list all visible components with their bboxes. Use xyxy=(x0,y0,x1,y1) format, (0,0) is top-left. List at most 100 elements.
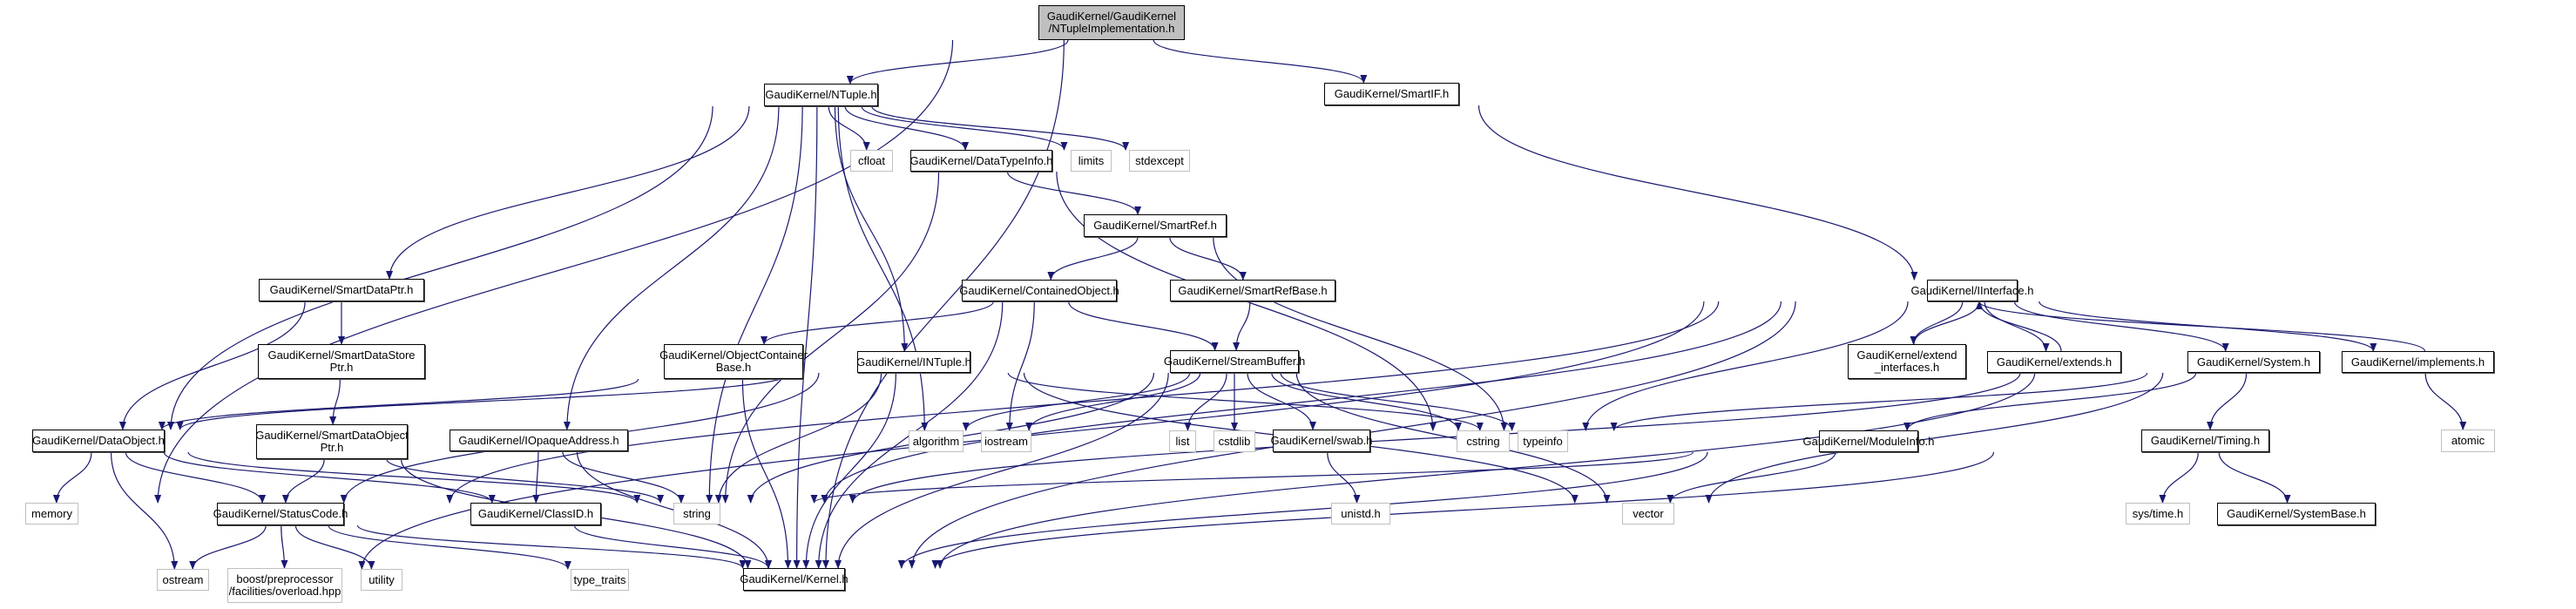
node-iopaqueaddress[interactable]: GaudiKernel/IOpaqueAddress.h xyxy=(450,430,628,451)
edge-iopaqueaddress-to-kernel xyxy=(576,450,773,569)
edge-statuscode-to-utility xyxy=(294,524,375,570)
node-iinterface[interactable]: GaudiKernel/IInterface.h xyxy=(1911,280,2033,301)
edge-iinterface-to-ostream xyxy=(358,301,1705,570)
edge-statuscode-to-boost_overload xyxy=(281,524,288,569)
edge-ntuple-to-cfloat xyxy=(828,105,870,151)
edge-intuple-to-kernel xyxy=(802,372,896,569)
edge-smartref-to-containedobject xyxy=(1047,236,1139,281)
node-cstring: cstring xyxy=(1457,430,1510,452)
edge-iopaqueaddress-to-string xyxy=(562,450,685,504)
node-algorithm: algorithm xyxy=(909,430,963,452)
node-memory: memory xyxy=(25,503,78,524)
edge-ntuple-to-datatypeinfo xyxy=(844,105,970,151)
edge-system-to-moduleinfo xyxy=(1903,372,2197,431)
node-type-traits: type_traits xyxy=(571,569,629,591)
edge-iinterface-to-system xyxy=(2013,301,2229,352)
node-containedobject[interactable]: GaudiKernel/ContainedObject.h xyxy=(959,280,1119,301)
edge-datatypeinfo-to-smartref xyxy=(1006,171,1141,215)
node-smartdataptr[interactable]: GaudiKernel/SmartDataPtr.h xyxy=(259,279,424,301)
node-dataobject[interactable]: GaudiKernel/DataObject.h xyxy=(32,430,165,452)
node-iostream: iostream xyxy=(981,430,1031,452)
node-systime: sys/time.h xyxy=(2126,503,2190,524)
edge-implements-to-atomic xyxy=(2424,372,2467,430)
node-extends[interactable]: GaudiKernel/extends.h xyxy=(1987,351,2121,373)
node-systembase[interactable]: GaudiKernel/SystemBase.h xyxy=(2217,503,2376,525)
node-utility: utility xyxy=(361,569,402,591)
edge-intuple-to-typeinfo xyxy=(1007,372,1484,431)
edge-streambuffer-to-algorithm xyxy=(962,372,1191,431)
edge-statuscode-to-ostream xyxy=(189,524,267,570)
edge-streambuffer-to-iostream xyxy=(1025,372,1201,431)
node-datatypeinfo[interactable]: GaudiKernel/DataTypeInfo.h xyxy=(909,150,1053,172)
edge-timing-to-systembase xyxy=(2218,451,2291,504)
edge-ntuple-to-smartdataptr xyxy=(386,105,750,280)
edge-smartdataptr-to-dataobject xyxy=(118,301,306,430)
edge-system-to-typeinfo xyxy=(1610,372,2148,431)
edge-iinterface-to-typeinfo xyxy=(1582,301,1909,431)
node-string: string xyxy=(673,503,720,524)
edge-swab-to-unistd xyxy=(1327,451,1361,504)
edge-moduleinfo-to-string xyxy=(810,451,1694,504)
node-boost-overload: boost/preprocessor /facilities/overload.… xyxy=(227,568,342,603)
node-smartif[interactable]: GaudiKernel/SmartIF.h xyxy=(1324,83,1459,105)
node-statuscode[interactable]: GaudiKernel/StatusCode.h xyxy=(213,503,348,525)
edge-iopaqueaddress-to-classid xyxy=(532,450,540,504)
node-unistd: unistd.h xyxy=(1331,503,1390,524)
edge-smartref-to-typeinfo xyxy=(1213,236,1508,431)
edge-timing-to-systime xyxy=(2159,451,2199,504)
node-streambuffer[interactable]: GaudiKernel/StreamBuffer.h xyxy=(1164,350,1305,373)
node-cfloat: cfloat xyxy=(850,150,893,172)
edge-streambuffer-to-kernel xyxy=(835,372,1169,569)
edge-statuscode-to-type_traits xyxy=(328,524,571,570)
node-ntuple-implementation[interactable]: GaudiKernel/GaudiKernel /NTupleImplement… xyxy=(1038,5,1185,40)
node-vector: vector xyxy=(1622,503,1674,524)
edge-containedobject-to-iostream xyxy=(1005,301,1035,431)
node-smartref[interactable]: GaudiKernel/SmartRef.h xyxy=(1084,214,1227,237)
edge-system-to-timing xyxy=(2207,372,2248,430)
node-smartrefbase[interactable]: GaudiKernel/SmartRefBase.h xyxy=(1170,280,1335,301)
node-kernel[interactable]: GaudiKernel/Kernel.h xyxy=(740,568,849,591)
edge-datatypeinfo-to-string xyxy=(721,171,940,504)
edge-ntuple-to-dataobject xyxy=(166,105,713,430)
edge-ntuple-to-iopaqueaddress xyxy=(563,105,780,430)
edge-system-to-string xyxy=(849,372,2021,504)
edge-root-to-smartif xyxy=(1153,39,1368,84)
edge-timing-to-kernel xyxy=(931,451,1995,569)
edge-iinterface-to-string xyxy=(821,301,1782,504)
node-limits: limits xyxy=(1071,150,1112,172)
edge-smartdatastoreptr-to-smartdataobjectptr xyxy=(329,378,341,425)
node-system[interactable]: GaudiKernel/System.h xyxy=(2187,351,2320,373)
node-timing[interactable]: GaudiKernel/Timing.h xyxy=(2141,430,2269,452)
edge-moduleinfo-to-vector xyxy=(1667,451,1836,504)
edge-smartdataobjectptr-to-statuscode xyxy=(281,458,325,504)
edge-statuscode-to-kernel xyxy=(356,524,747,569)
node-extend-interfaces[interactable]: GaudiKernel/extend _interfaces.h xyxy=(1848,344,1966,379)
edge-extend_interfaces-to-iinterface xyxy=(1913,301,1983,345)
node-intuple[interactable]: GaudiKernel/INTuple.h xyxy=(856,351,971,373)
node-swab[interactable]: GaudiKernel/swab.h xyxy=(1270,430,1373,452)
node-classid[interactable]: GaudiKernel/ClassID.h xyxy=(470,503,601,525)
node-moduleinfo[interactable]: GaudiKernel/ModuleInfo.h xyxy=(1802,430,1935,452)
edge-iinterface-to-extends xyxy=(1984,301,2050,352)
edge-ntuple-to-kernel xyxy=(793,105,818,569)
edge-intuple-to-dataobject xyxy=(176,372,793,430)
node-objectcontainerbase[interactable]: GaudiKernel/ObjectContainer Base.h xyxy=(659,344,808,379)
edge-streambuffer-to-list xyxy=(1184,372,1227,431)
edge-moduleinfo-to-kernel xyxy=(897,451,1708,569)
node-list: list xyxy=(1169,430,1196,452)
edge-extends-to-iinterface xyxy=(1976,301,2062,352)
edge-ntuple-to-limits xyxy=(861,105,1068,151)
node-smartdataobjectptr[interactable]: GaudiKernel/SmartDataObject Ptr.h xyxy=(255,424,409,459)
edge-dataobject-to-memory xyxy=(52,451,92,504)
edge-root-to-ntuple xyxy=(846,39,1069,85)
node-stdexcept: stdexcept xyxy=(1129,150,1190,172)
node-atomic: atomic xyxy=(2441,430,2495,452)
edge-objectcontainerbase-to-dataobject xyxy=(159,378,639,430)
node-implements[interactable]: GaudiKernel/implements.h xyxy=(2342,351,2494,373)
node-ntuple[interactable]: GaudiKernel/NTuple.h xyxy=(764,84,878,106)
node-smartdatastoreptr[interactable]: GaudiKernel/SmartDataStore Ptr.h xyxy=(258,344,425,379)
edge-implements-to-iinterface xyxy=(1976,301,2426,352)
edge-smartrefbase-to-streambuffer xyxy=(1233,301,1251,351)
edge-system-to-vector xyxy=(1705,372,2164,504)
